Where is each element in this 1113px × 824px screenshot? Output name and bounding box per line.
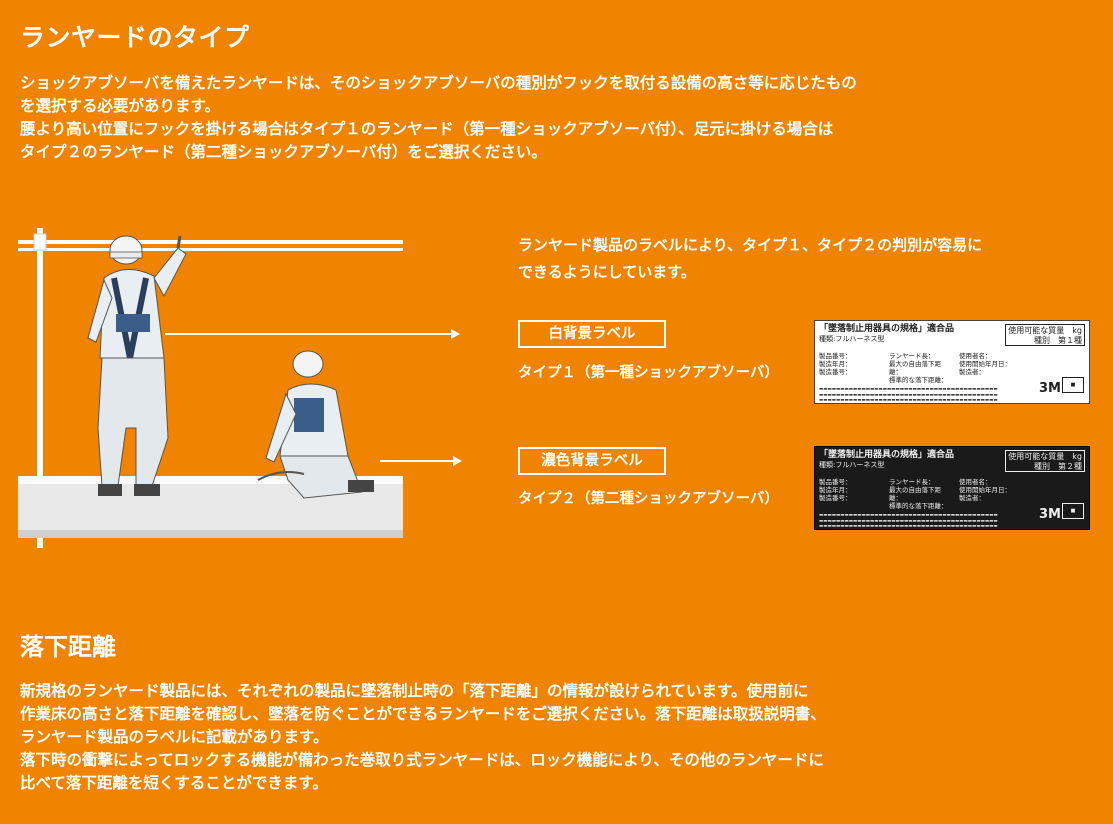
- intro-paragraph: ショックアブソーバを備えたランヤードは、そのショックアブソーバの種別がフックを取…: [20, 72, 857, 164]
- label-weight-box: 使用可能な質量 kg 種別 第１種: [1005, 324, 1085, 346]
- field: 標準的な落下距離：: [889, 376, 948, 384]
- white-product-label-image: 「墜落制止用器具の規格」適合品 種類:フルハーネス型 使用可能な質量 kg 種別…: [814, 320, 1090, 404]
- white-label-heading: 白背景ラベル: [518, 320, 666, 348]
- arrow-to-dark-label: [380, 456, 462, 466]
- label-title: 「墜落制止用器具の規格」適合品: [819, 324, 955, 334]
- label-title: 「墜落制止用器具の規格」適合品: [819, 450, 955, 460]
- field: 製品番号：: [819, 352, 852, 360]
- brand-logo-icon: ■: [1062, 503, 1084, 519]
- type1-caption: タイプ１（第一種ショックアブソーバ）: [518, 365, 779, 381]
- intro-line: ショックアブソーバを備えたランヤードは、そのショックアブソーバの種別がフックを取…: [20, 74, 857, 92]
- arrow-to-white-label: [165, 329, 460, 339]
- label-description: ランヤード製品のラベルにより、タイプ１、タイプ２の判別が容易に できるようにして…: [518, 232, 982, 286]
- label-weight: 使用可能な質量 kg: [1008, 326, 1082, 335]
- brand-logo: 3M: [1039, 507, 1061, 522]
- workers-illustration: [18, 228, 403, 548]
- label-fine-print: ▬▬▬▬▬▬▬▬▬▬▬▬▬▬▬▬▬▬▬▬▬▬▬▬▬▬▬▬▬▬▬▬▬▬▬▬▬▬▬▬…: [819, 387, 998, 403]
- field: 製品番号：: [819, 478, 852, 486]
- field: 使用者名：: [959, 478, 992, 486]
- label-weight: 使用可能な質量 kg: [1008, 452, 1082, 461]
- type2-caption: タイプ２（第二種ショックアブソーバ）: [518, 491, 779, 507]
- field: ランヤード長：: [889, 478, 935, 486]
- dark-label-heading: 濃色背景ラベル: [518, 447, 666, 475]
- desc-line: ランヤード製品のラベルにより、タイプ１、タイプ２の判別が容易に: [518, 236, 983, 254]
- label-class: 種別 第１種: [1034, 336, 1082, 345]
- kneeling-worker-figure: [257, 350, 374, 499]
- fall-distance-paragraph: 新規格のランヤード製品には、それぞれの製品に墜落制止時の「落下距離」の情報が設け…: [20, 680, 826, 795]
- intro-line: 腰より高い位置にフックを掛ける場合はタイプ１のランヤード（第一種ショックアブソー…: [20, 120, 834, 138]
- field: 製造年月：: [819, 360, 852, 368]
- label-fields: 製品番号：製造年月：製造番号： ランヤード長：最大の自由落下距離：標準的な落下距…: [819, 352, 1085, 384]
- fall-line: ランヤード製品のラベルに記載があります。: [20, 728, 329, 746]
- fall-line: 新規格のランヤード製品には、それぞれの製品に墜落制止時の「落下距離」の情報が設け…: [20, 682, 809, 700]
- section-title-fall-distance: 落下距離: [20, 633, 116, 661]
- desc-line: できるようにしています。: [518, 263, 696, 281]
- label-fields: 製品番号：製造年月：製造番号： ランヤード長：最大の自由落下距離：標準的な落下距…: [819, 478, 1085, 510]
- field: 製造番号：: [819, 494, 852, 502]
- intro-line: を選択する必要があります。: [20, 97, 220, 115]
- brand-logo: 3M: [1039, 381, 1061, 396]
- label-subtitle: 種類:フルハーネス型: [819, 461, 885, 469]
- field: 製造者：: [959, 368, 985, 376]
- field: 使用開始年月日：: [959, 486, 1011, 494]
- field: ランヤード長：: [889, 352, 935, 360]
- brand-logo-icon: ■: [1062, 377, 1084, 393]
- field: 製造年月：: [819, 486, 852, 494]
- field: 最大の自由落下距離：: [889, 486, 941, 502]
- field: 製造者：: [959, 494, 985, 502]
- label-fine-print: ▬▬▬▬▬▬▬▬▬▬▬▬▬▬▬▬▬▬▬▬▬▬▬▬▬▬▬▬▬▬▬▬▬▬▬▬▬▬▬▬…: [819, 513, 998, 529]
- fall-line: 比べて落下距離を短くすることができます。: [20, 774, 328, 792]
- field: 最大の自由落下距離：: [889, 360, 941, 376]
- intro-line: タイプ２のランヤード（第二種ショックアブソーバ付）をご選択ください。: [20, 143, 547, 161]
- field: 使用者名：: [959, 352, 992, 360]
- fall-line: 作業床の高さと落下距離を確認し、墜落を防ぐことができるランヤードをご選択ください…: [20, 705, 826, 723]
- field: 使用開始年月日：: [959, 360, 1011, 368]
- standing-worker-figure: [87, 235, 187, 496]
- field: 製造番号：: [819, 368, 852, 376]
- label-subtitle: 種類:フルハーネス型: [819, 335, 885, 343]
- fall-line: 落下時の衝撃によってロックする機能が備わった巻取り式ランヤードは、ロック機能によ…: [20, 751, 824, 769]
- label-weight-box: 使用可能な質量 kg 種別 第２種: [1005, 450, 1085, 472]
- section-title-lanyard-types: ランヤードのタイプ: [20, 23, 250, 52]
- dark-product-label-image: 「墜落制止用器具の規格」適合品 種類:フルハーネス型 使用可能な質量 kg 種別…: [814, 446, 1090, 530]
- field: 標準的な落下距離：: [889, 502, 948, 510]
- label-class: 種別 第２種: [1034, 462, 1082, 471]
